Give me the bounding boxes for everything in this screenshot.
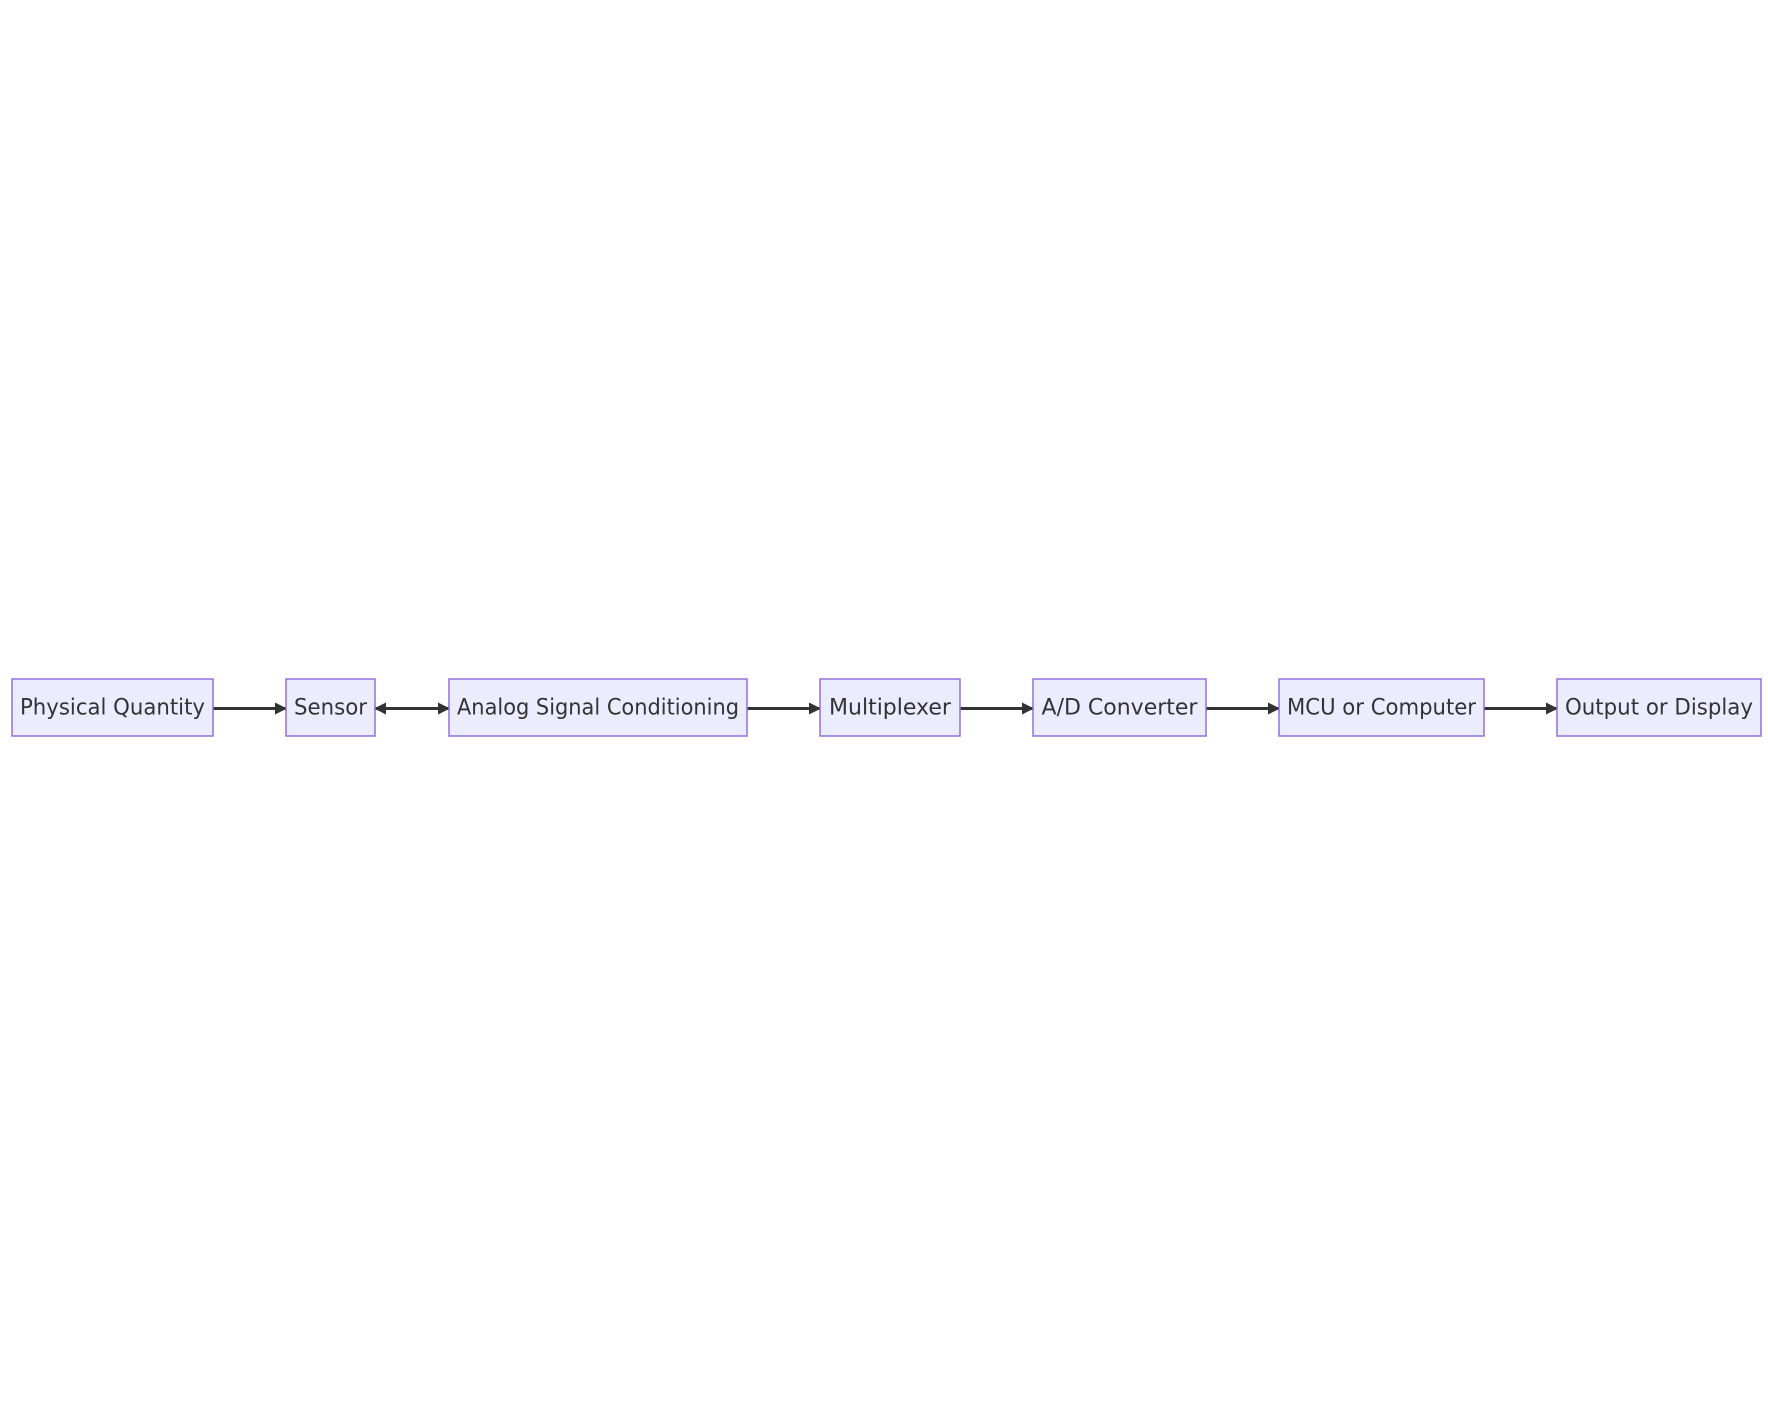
node-analog-signal-conditioning: Analog Signal Conditioning	[448, 678, 748, 737]
nodes-layer: Physical Quantity Sensor Analog Signal Con…	[11, 678, 1762, 737]
node-mcu-or-computer: MCU or Computer	[1278, 678, 1485, 737]
node-sensor: Sensor	[285, 678, 376, 737]
node-physical-quantity: Physical Quantity	[11, 678, 214, 737]
node-box	[1032, 678, 1207, 737]
node-box	[1556, 678, 1762, 737]
node-box	[1278, 678, 1485, 737]
node-box	[448, 678, 748, 737]
node-ad-converter: A/D Converter	[1032, 678, 1207, 737]
node-box	[11, 678, 214, 737]
node-label: Physical Quantity	[20, 696, 205, 721]
node-label: MCU or Computer	[1287, 696, 1477, 721]
node-box	[819, 678, 961, 737]
node-label: Analog Signal Conditioning	[457, 696, 739, 721]
node-label: Output or Display	[1565, 696, 1753, 721]
node-label: A/D Converter	[1042, 696, 1199, 721]
node-label: Sensor	[294, 696, 368, 721]
node-output-or-display: Output or Display	[1556, 678, 1762, 737]
node-label: Multiplexer	[829, 696, 952, 721]
node-box	[285, 678, 376, 737]
node-multiplexer: Multiplexer	[819, 678, 961, 737]
